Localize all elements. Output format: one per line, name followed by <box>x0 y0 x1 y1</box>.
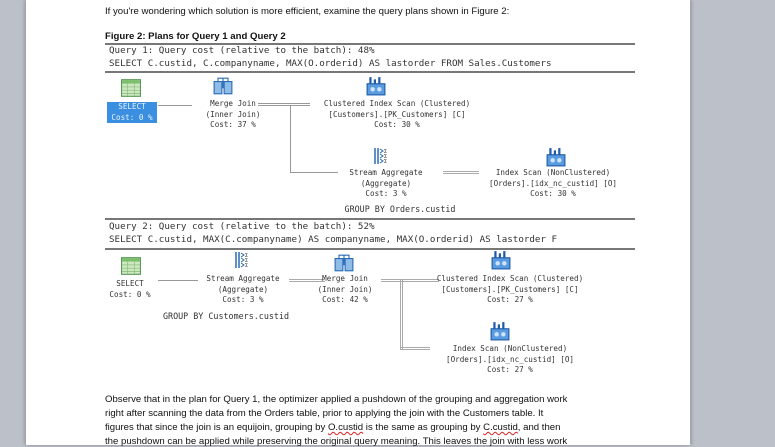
stream-aggregate-icon <box>234 251 252 269</box>
node-cost: Cost: 37 % <box>210 120 256 129</box>
divider <box>105 218 635 220</box>
misspelled-word: O.custid <box>327 422 364 433</box>
node-cost: Cost: 42 % <box>322 295 368 304</box>
connector <box>258 103 310 106</box>
node-cost: Cost: 30 % <box>530 189 576 198</box>
query2-sql: SELECT C.custid, MAX(C.companyname) AS c… <box>109 234 558 245</box>
text: figures that since the join is an equijo… <box>105 422 328 433</box>
connector <box>400 280 403 350</box>
node-sub: [Customers].[PK_Customers] [C] <box>328 109 466 119</box>
connector <box>158 280 198 281</box>
node-name: Index Scan (NonClustered) <box>452 344 568 353</box>
select-icon <box>121 78 141 98</box>
connector <box>400 347 430 350</box>
node-cost: Cost: 0 % <box>109 289 151 299</box>
node-cost: Cost: 0 % <box>111 112 153 122</box>
node-sub: (Inner Join) <box>205 109 261 119</box>
node-name: Merge Join <box>322 274 368 283</box>
text: , and then <box>517 422 561 433</box>
query1-sql: SELECT C.custid, C.companyname, MAX(O.or… <box>109 58 552 69</box>
query1-index-scan-node[interactable]: Index Scan (NonClustered)[Orders].[idx_n… <box>489 168 617 200</box>
merge-join-icon <box>334 253 354 273</box>
index-scan-icon <box>546 147 566 167</box>
query1-merge-join-node[interactable]: Merge Join(Inner Join)Cost: 37 % <box>206 99 261 131</box>
node-name: Clustered Index Scan (Clustered) <box>323 99 471 108</box>
node-sub: [Orders].[idx_nc_custid] [O] <box>445 354 575 364</box>
body-line: Observe that in the plan for Query 1, th… <box>105 394 568 405</box>
query1-clustered-scan-node[interactable]: Clustered Index Scan (Clustered)[Custome… <box>324 99 470 131</box>
merge-join-icon <box>213 76 233 96</box>
query2-merge-join-node[interactable]: Merge Join(Inner Join)Cost: 42 % <box>318 274 373 306</box>
node-cost: Cost: 27 % <box>487 365 533 374</box>
node-sub: [Customers].[PK_Customers] [C] <box>441 284 579 294</box>
body-line: figures that since the join is an equijo… <box>105 422 560 433</box>
node-name: Index Scan (NonClustered) <box>495 168 611 177</box>
node-name: Stream Aggregate <box>349 168 423 177</box>
query1-stream-aggregate-node[interactable]: Stream Aggregate(Aggregate)Cost: 3 % <box>349 168 422 200</box>
body-line: the pushdown can be applied while preser… <box>105 436 568 447</box>
clustered-index-scan-icon <box>366 76 386 96</box>
index-scan-icon <box>490 321 510 341</box>
node-name: Clustered Index Scan (Clustered) <box>436 274 584 283</box>
node-cost: Cost: 3 % <box>222 295 264 304</box>
node-name: Merge Join <box>210 99 256 108</box>
node-sub: (Aggregate) <box>217 284 269 294</box>
divider <box>105 71 635 73</box>
query2-clustered-scan-node[interactable]: Clustered Index Scan (Clustered)[Custome… <box>437 274 583 306</box>
body-line: right after scanning the data from the O… <box>105 408 544 419</box>
node-sub: (Aggregate) <box>360 178 412 188</box>
intro-text: If you're wondering which solution is mo… <box>105 6 510 17</box>
node-cost: Cost: 27 % <box>487 295 533 304</box>
node-cost: Cost: 30 % <box>374 120 420 129</box>
figure-caption: Figure 2: Plans for Query 1 and Query 2 <box>105 31 286 42</box>
divider <box>105 43 635 45</box>
query2-stream-aggregate-node[interactable]: Stream Aggregate(Aggregate)Cost: 3 % <box>206 274 279 306</box>
query1-group-by-note: GROUP BY Orders.custid <box>344 204 456 214</box>
divider <box>105 248 635 250</box>
document-page <box>26 0 690 445</box>
connector <box>290 105 291 173</box>
query2-index-scan-node[interactable]: Index Scan (NonClustered)[Orders].[idx_n… <box>446 344 574 376</box>
node-name: Stream Aggregate <box>206 274 280 283</box>
query2-header: Query 2: Query cost (relative to the bat… <box>109 221 375 232</box>
clustered-index-scan-icon <box>491 250 511 270</box>
node-name: SELECT <box>118 102 146 111</box>
select-icon <box>121 256 141 276</box>
node-cost: Cost: 3 % <box>365 189 407 198</box>
node-sub: (Inner Join) <box>317 284 373 294</box>
node-sub: [Orders].[idx_nc_custid] [O] <box>488 178 618 188</box>
stream-aggregate-icon <box>373 147 391 165</box>
node-name: SELECT <box>116 279 144 288</box>
connector <box>381 279 439 282</box>
text: is the same as grouping by <box>363 422 484 433</box>
connector <box>289 279 325 282</box>
misspelled-word: C.custid <box>483 422 518 433</box>
query2-group-by-note: GROUP BY Customers.custid <box>163 311 290 321</box>
connector <box>158 105 192 106</box>
connector <box>290 172 338 173</box>
connector <box>443 171 479 174</box>
query1-header: Query 1: Query cost (relative to the bat… <box>109 45 375 56</box>
